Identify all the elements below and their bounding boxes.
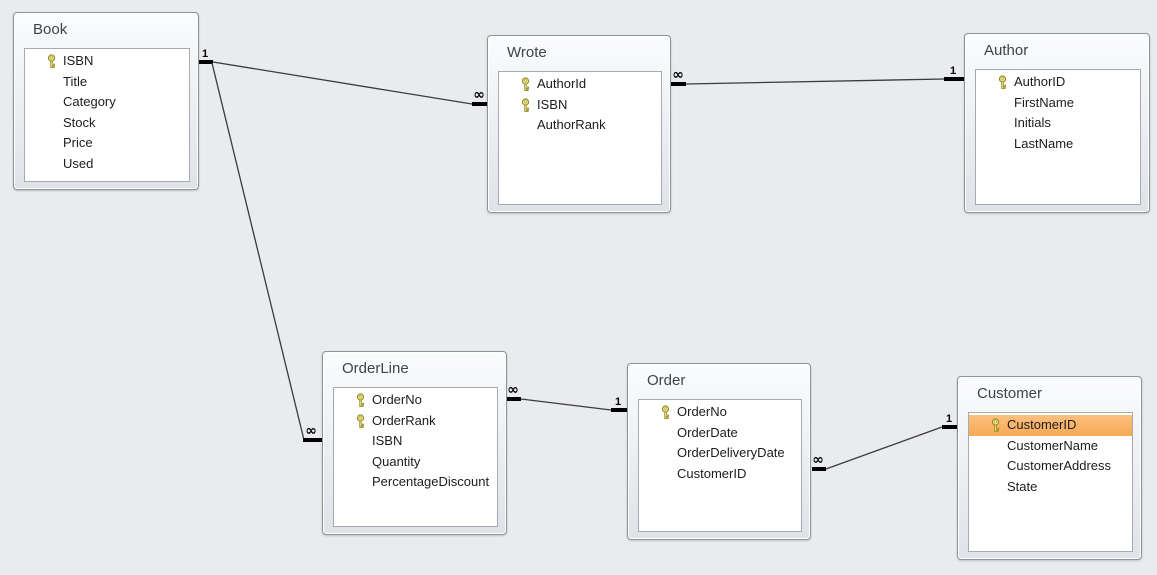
field-row[interactable]: Quantity — [334, 452, 497, 473]
field-name: Stock — [63, 114, 96, 130]
field-name: Price — [63, 135, 93, 150]
cardinality-label: 1 — [946, 413, 952, 425]
relationship-book-wrote[interactable]: 1 ∞ — [198, 48, 487, 106]
field-row[interactable]: AuthorRank — [499, 115, 661, 136]
field-name: OrderDate — [677, 424, 738, 440]
table-order-title[interactable]: Order — [647, 372, 686, 389]
field-name: OrderDeliveryDate — [677, 445, 785, 460]
field-name: CustomerName — [1007, 437, 1099, 453]
field-row[interactable]: ISBN — [334, 431, 497, 452]
relationship-line[interactable] — [685, 78, 945, 85]
table-book[interactable]: Book ISBN Title Category Stock Price Use… — [13, 12, 199, 190]
table-wrote[interactable]: Wrote AuthorId ISBN AuthorRank — [487, 35, 671, 213]
field-row[interactable]: CustomerName — [969, 436, 1132, 457]
cardinality-label: 1 — [950, 65, 956, 77]
field-row[interactable]: LastName — [976, 134, 1140, 155]
table-book-field-list: ISBN Title Category Stock Price Used — [24, 48, 190, 182]
table-customer[interactable]: Customer CustomerID CustomerName Custome… — [957, 376, 1142, 560]
table-customer-title[interactable]: Customer — [977, 385, 1043, 402]
field-row[interactable]: Initials — [976, 113, 1140, 134]
field-row[interactable]: Used — [25, 154, 189, 175]
field-row[interactable]: AuthorId — [499, 74, 661, 95]
field-name: AuthorRank — [537, 117, 606, 132]
table-orderline-field-list: OrderNo OrderRank ISBN Quantity Percenta… — [333, 387, 498, 527]
field-row[interactable]: OrderNo — [639, 402, 801, 423]
primary-key-icon — [356, 393, 365, 407]
table-wrote-field-list: AuthorId ISBN AuthorRank — [498, 71, 662, 205]
field-row[interactable]: State — [969, 477, 1132, 498]
table-author[interactable]: Author AuthorID FirstName Initials LastN… — [964, 33, 1150, 213]
cardinality-label: 1 — [615, 396, 621, 408]
table-order[interactable]: Order OrderNo OrderDate OrderDeliveryDat… — [627, 363, 811, 540]
field-row[interactable]: PercentageDiscount — [334, 472, 497, 493]
cardinality-label: ∞ — [305, 423, 317, 439]
table-customer-field-list: CustomerID CustomerName CustomerAddress … — [968, 412, 1133, 552]
field-name: ISBN — [372, 433, 403, 448]
primary-key-icon — [991, 418, 1000, 432]
field-row[interactable]: OrderRank — [334, 411, 497, 432]
field-row[interactable]: CustomerAddress — [969, 456, 1132, 477]
primary-key-icon — [47, 54, 56, 68]
field-row-selected[interactable]: CustomerID — [969, 415, 1132, 436]
field-row[interactable]: OrderDeliveryDate — [639, 443, 801, 464]
field-row[interactable]: OrderNo — [334, 390, 497, 411]
cardinality-label: ∞ — [507, 382, 519, 398]
relationship-line[interactable] — [825, 426, 943, 470]
primary-key-icon — [521, 77, 530, 91]
field-row[interactable]: ISBN — [499, 95, 661, 116]
field-row[interactable]: CustomerID — [639, 464, 801, 485]
relationship-line[interactable] — [211, 62, 305, 441]
field-name: OrderNo — [677, 404, 727, 419]
field-row[interactable]: Category — [25, 92, 189, 113]
field-name: OrderRank — [372, 412, 436, 428]
cardinality-label: ∞ — [473, 87, 485, 103]
table-author-field-list: AuthorID FirstName Initials LastName — [975, 69, 1141, 205]
relationship-line[interactable] — [520, 398, 612, 411]
primary-key-icon — [661, 405, 670, 419]
relationship-orderline-order[interactable]: ∞ 1 — [507, 382, 627, 412]
field-row[interactable]: FirstName — [976, 93, 1140, 114]
table-book-title[interactable]: Book — [33, 21, 68, 38]
field-name: Category — [63, 94, 116, 109]
field-name: FirstName — [1014, 94, 1074, 110]
relationship-book-orderline[interactable]: ∞ — [211, 62, 322, 442]
field-name: CustomerID — [677, 465, 747, 481]
cardinality-label: ∞ — [812, 452, 824, 468]
field-row[interactable]: OrderDate — [639, 423, 801, 444]
field-name: ISBN — [63, 53, 94, 68]
table-author-title[interactable]: Author — [984, 42, 1029, 59]
field-name: Title — [63, 73, 88, 89]
field-name: State — [1007, 478, 1038, 494]
field-row[interactable]: Price — [25, 133, 189, 154]
field-name: AuthorId — [537, 76, 587, 91]
relationship-order-customer[interactable]: ∞ 1 — [812, 413, 957, 471]
field-name: Initials — [1014, 115, 1051, 130]
table-wrote-title[interactable]: Wrote — [507, 44, 547, 61]
relationship-line[interactable] — [212, 61, 473, 105]
field-row[interactable]: ISBN — [25, 51, 189, 72]
field-name: Used — [63, 155, 94, 171]
field-name: AuthorID — [1014, 74, 1066, 89]
table-orderline-title[interactable]: OrderLine — [342, 360, 409, 377]
field-name: Quantity — [372, 453, 421, 469]
relationship-wrote-author[interactable]: ∞ 1 — [671, 65, 964, 86]
field-row[interactable]: AuthorID — [976, 72, 1140, 93]
field-name: ISBN — [537, 96, 568, 112]
field-name: OrderNo — [372, 392, 422, 407]
field-row[interactable]: Stock — [25, 113, 189, 134]
field-name: LastName — [1014, 135, 1074, 151]
cardinality-label: ∞ — [672, 67, 684, 83]
primary-key-icon — [521, 97, 530, 112]
table-order-field-list: OrderNo OrderDate OrderDeliveryDate Cust… — [638, 399, 802, 532]
primary-key-icon — [356, 413, 365, 428]
field-name: CustomerID — [1007, 417, 1077, 432]
field-row[interactable]: Title — [25, 72, 189, 93]
table-orderline[interactable]: OrderLine OrderNo OrderRank ISBN Quantit… — [322, 351, 507, 535]
cardinality-label: 1 — [202, 48, 208, 60]
primary-key-icon — [998, 75, 1007, 89]
field-name: CustomerAddress — [1007, 458, 1112, 473]
field-name: PercentageDiscount — [372, 474, 490, 489]
